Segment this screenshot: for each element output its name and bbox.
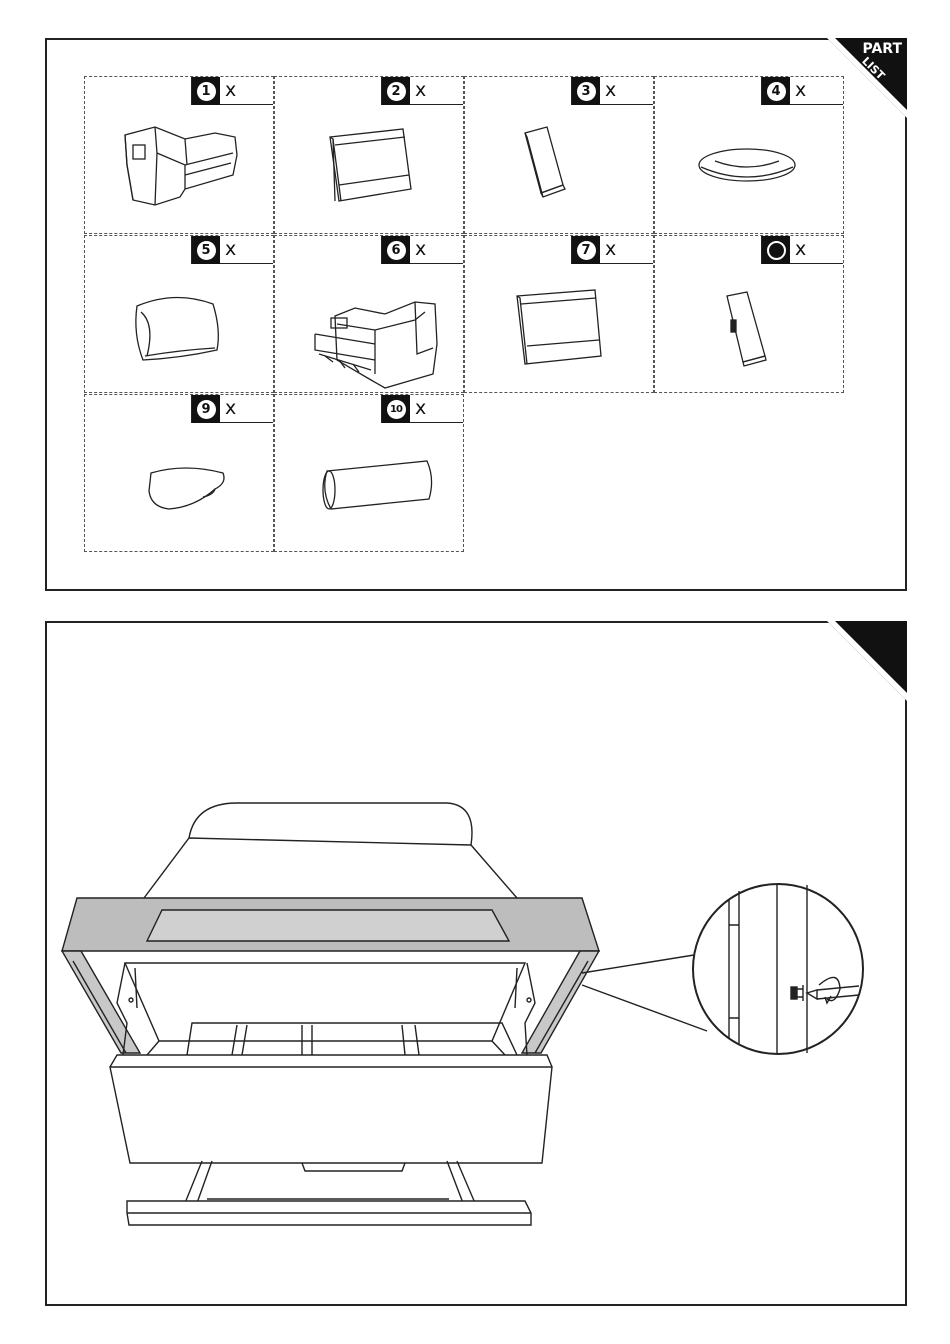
part-number: 3	[577, 82, 596, 101]
part-number: 2	[387, 82, 406, 101]
part-number: 4	[767, 82, 786, 101]
part-cell-10: 10 x	[274, 394, 464, 552]
part-cell-3: 3 x	[464, 76, 654, 234]
part-quantity: x	[415, 79, 426, 101]
part-number: 9	[197, 400, 216, 419]
recliner-mechanism-module-icon	[275, 264, 463, 392]
armrest-block-icon	[465, 105, 653, 233]
part-number: 6	[387, 241, 406, 260]
headrest-cushion-icon	[85, 264, 273, 392]
screw-detail-magnifier-icon	[693, 884, 863, 1054]
seat-pad-icon	[85, 423, 273, 551]
part-number	[767, 241, 786, 260]
backrest-panel-icon	[275, 105, 463, 233]
part-cell-2: 2 x	[274, 76, 464, 234]
bolster-pillow-icon	[275, 423, 463, 551]
part-quantity: x	[795, 79, 806, 101]
part-number: 1	[197, 82, 216, 101]
assembly-step-panel	[45, 621, 907, 1306]
sofa-frame-icon	[62, 803, 599, 1225]
part-quantity: x	[415, 397, 426, 419]
part-quantity: x	[225, 79, 236, 101]
part-cell-1: 1 x	[84, 76, 274, 234]
part-quantity: x	[605, 238, 616, 260]
part-number: 7	[577, 241, 596, 260]
part-cell-7: 7 x	[464, 235, 654, 393]
part-quantity: x	[415, 238, 426, 260]
part-quantity: x	[225, 397, 236, 419]
part-cell-6: 6 x	[274, 235, 464, 393]
part-cell-5: 5 x	[84, 235, 274, 393]
part-cell-8: x	[654, 235, 844, 393]
part-cell-9: 9 x	[84, 394, 274, 552]
part-cell-4: 4 x	[654, 76, 844, 234]
part-number: 5	[197, 241, 216, 260]
part-tag: 1 x	[191, 77, 273, 105]
part-quantity: x	[605, 79, 616, 101]
recliner-seat-module-icon	[85, 105, 273, 233]
armrest-with-control-icon	[655, 264, 843, 392]
part-quantity: x	[795, 238, 806, 260]
back-panel-icon	[465, 264, 653, 392]
oval-cushion-icon	[655, 105, 843, 233]
part-quantity: x	[225, 238, 236, 260]
part-number: 10	[387, 400, 406, 419]
part-list-panel: PART LIST 1 x 2 x	[45, 38, 907, 591]
